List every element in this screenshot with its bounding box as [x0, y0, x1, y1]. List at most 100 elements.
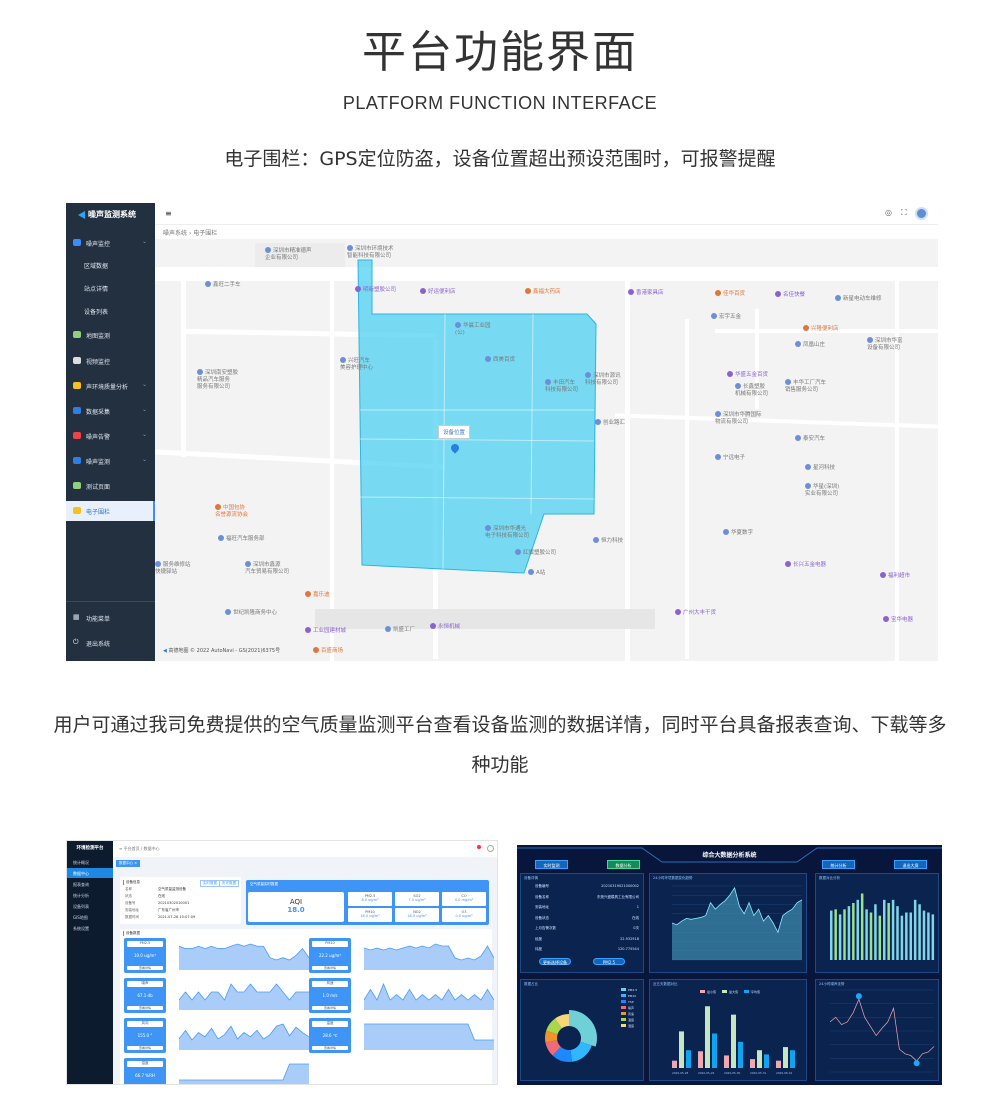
dashboard-menu-item[interactable]: 数据中心 — [67, 868, 113, 878]
map-poi[interactable]: 百盛商场 — [313, 647, 343, 655]
map-poi[interactable]: 嘉乐迪 — [305, 591, 330, 599]
dashboard-menu-item[interactable]: 统计概况 — [73, 860, 89, 865]
map-poi[interactable]: 宝华电器 — [883, 616, 913, 624]
expand-icon[interactable]: ⛶ — [901, 208, 907, 217]
map-poi[interactable]: 世纪凯隆商务中心 — [225, 609, 277, 617]
avatar[interactable] — [915, 207, 928, 220]
sidebar-item[interactable]: 视频监控 — [66, 351, 155, 371]
sidebar-item[interactable]: 测试页面 — [66, 476, 155, 496]
map-poi[interactable]: 新星电动车维修 — [835, 295, 882, 303]
geofence-polygon[interactable] — [155, 239, 938, 661]
notification-badge[interactable] — [477, 845, 481, 849]
sidebar-footer-item[interactable]: ▦功能菜单 — [66, 608, 155, 628]
map-poi[interactable]: 佳华百货 — [715, 290, 745, 298]
map-poi[interactable]: 好运便利店 — [420, 288, 456, 296]
map-poi[interactable]: 西美百货 — [485, 356, 515, 364]
map-poi[interactable]: A站 — [528, 569, 545, 577]
map-poi[interactable]: 泰安汽车 — [795, 435, 825, 443]
map-poi[interactable]: 深圳市华腾国际 物流有限公司 — [715, 411, 762, 426]
map-poi[interactable]: 服务维修站 快捷驿站 — [155, 561, 191, 576]
map-poi[interactable]: 鑫旺二手车 — [205, 281, 241, 289]
dashboard-menu-item[interactable]: 统计分析 — [73, 893, 89, 898]
metric-detail-button[interactable]: 查看详情 — [312, 1046, 348, 1050]
sidebar-item[interactable]: 数据采集⌄ — [66, 401, 155, 421]
map-poi[interactable]: 兴旺汽车 美容护理中心 — [340, 357, 373, 372]
map-poi[interactable]: 深圳市源讯 科技有限公司 — [585, 372, 621, 387]
dashboard-menu-item[interactable]: GIS地图 — [73, 915, 88, 920]
map-poi[interactable]: 广州大丰干货 — [675, 609, 716, 617]
sidebar-item[interactable]: 噪声告警⌄ — [66, 426, 155, 446]
map-view[interactable]: 深圳市精准德声 企业有限公司 深圳市环境技术 智能科技有限公司鑫旺二手车明新塑胶公… — [155, 239, 938, 661]
map-poi[interactable]: 长兴五金电器 — [785, 561, 826, 569]
tab-data-center[interactable]: 数据中心 × — [116, 860, 141, 867]
metric-detail-button[interactable]: 查看详情 — [312, 966, 348, 970]
map-poi[interactable]: 深圳市精准德声 企业有限公司 — [265, 247, 312, 262]
map-poi[interactable]: 明新塑胶公司 — [355, 286, 396, 294]
nav-exit-screen[interactable]: 退出大屏 — [894, 860, 927, 869]
sidebar-footer-item[interactable]: ⏻退出系统 — [66, 633, 155, 653]
fullscreen-icon[interactable]: ◎ — [885, 208, 892, 217]
sidebar-item[interactable]: 设备列表 — [66, 301, 155, 321]
sidebar-item[interactable]: 声环境质量分析⌄ — [66, 376, 155, 396]
menu-toggle-icon[interactable]: ≡ — [165, 209, 172, 218]
poi-pin-icon — [525, 288, 531, 294]
map-poi[interactable]: 深圳南安塑胶 精品汽车服务 服务有限公司 — [197, 369, 238, 391]
dashboard-menu-item[interactable]: 设备列表 — [73, 904, 89, 909]
map-poi[interactable]: 名佳快餐 — [775, 291, 805, 299]
sidebar-item[interactable]: 电子围栏 — [66, 501, 155, 521]
map-poi[interactable]: 凤凰山庄 — [795, 341, 825, 349]
sidebar-item[interactable]: 噪声监测⌄ — [66, 451, 155, 471]
sidebar-item[interactable]: 区域数据 — [66, 255, 155, 275]
map-poi[interactable]: 福利超市 — [880, 572, 910, 580]
metric-detail-button[interactable]: 查看详情 — [127, 966, 163, 970]
map-poi[interactable]: 红旗塑胶公司 — [515, 549, 556, 557]
map-poi[interactable]: 丰田汽车 科技有限公司 — [545, 379, 578, 394]
map-poi[interactable]: 中国包协 名誉源流协会 — [215, 504, 248, 519]
map-poi[interactable]: 长鑫塑胶 机械有限公司 — [735, 383, 768, 398]
map-poi[interactable]: 创业路汇 — [595, 419, 625, 427]
realtime-button[interactable]: 实时数据 — [200, 880, 220, 887]
bar — [913, 899, 917, 960]
device-button[interactable]: PM2.5 — [593, 958, 625, 965]
sidebar-item[interactable]: 站点详情 — [66, 278, 155, 298]
map-poi[interactable]: 华盛五金百货 — [727, 371, 768, 379]
breadcrumb-item[interactable]: 噪声系统 — [163, 230, 188, 237]
map-poi[interactable]: 香港家具店 — [628, 289, 664, 297]
map-poi[interactable]: 工业园建材城 — [305, 627, 346, 635]
map-poi[interactable]: 深圳市环境技术 智能科技有限公司 — [347, 245, 394, 260]
map-poi[interactable]: 鑫福大药店 — [525, 288, 561, 296]
map-poi[interactable]: 华晨工业园 (公) — [455, 322, 491, 337]
metric-detail-button[interactable]: 查看详情 — [127, 1006, 163, 1010]
map-poi[interactable]: 华星(深圳) 实业有限公司 — [805, 483, 839, 498]
map-poi[interactable]: 华夏数字 — [723, 529, 753, 537]
map-poi[interactable]: 凯盛工厂 — [385, 626, 415, 634]
map-poi[interactable]: 宏宇五金 — [711, 313, 741, 321]
device-row-label: 纬度 — [535, 947, 542, 951]
legend-swatch — [700, 990, 705, 993]
dashboard-menu-item[interactable]: 系统设置 — [73, 926, 89, 931]
map-poi[interactable]: 宁远电子 — [715, 454, 745, 462]
sidebar-item[interactable]: 地图监测 — [66, 325, 155, 345]
metric-detail-button[interactable]: 查看详情 — [127, 1046, 163, 1050]
metric-detail-button[interactable]: 查看详情 — [312, 1006, 348, 1010]
nav-statistics[interactable]: 统计分析 — [822, 860, 855, 869]
map-poi[interactable]: 星河科技 — [805, 464, 835, 472]
map-poi[interactable]: 深圳市鑫源 汽车贸易有限公司 — [245, 561, 289, 576]
map-poi[interactable]: 兴隆便利店 — [803, 325, 839, 333]
avatar[interactable] — [487, 845, 494, 852]
nav-realtime[interactable]: 实时监测 — [535, 860, 568, 869]
map-poi[interactable]: 恒力科技 — [593, 537, 623, 545]
nav-analysis[interactable]: 数据分析 — [607, 860, 640, 869]
device-button[interactable]: 更新选择设备 — [539, 958, 571, 965]
sidebar-item[interactable]: 噪声监控⌄ — [66, 233, 155, 253]
map-poi[interactable]: 福旺汽车服务部 — [218, 535, 265, 543]
map-poi[interactable]: 永恒机械 — [430, 623, 460, 631]
bar — [856, 899, 859, 960]
legend-label: 平均值 — [751, 989, 760, 994]
map-poi[interactable]: 深圳市华通光 电子科技有限公司 — [485, 525, 529, 540]
history-button[interactable]: 历史数据 — [219, 880, 239, 887]
map-poi[interactable]: 深圳市华富 设备有限公司 — [867, 337, 903, 352]
dashboard-menu-item[interactable]: 报表查询 — [73, 882, 89, 887]
map-poi[interactable]: 丰华工厂汽车 销售服务公司 — [785, 379, 826, 394]
